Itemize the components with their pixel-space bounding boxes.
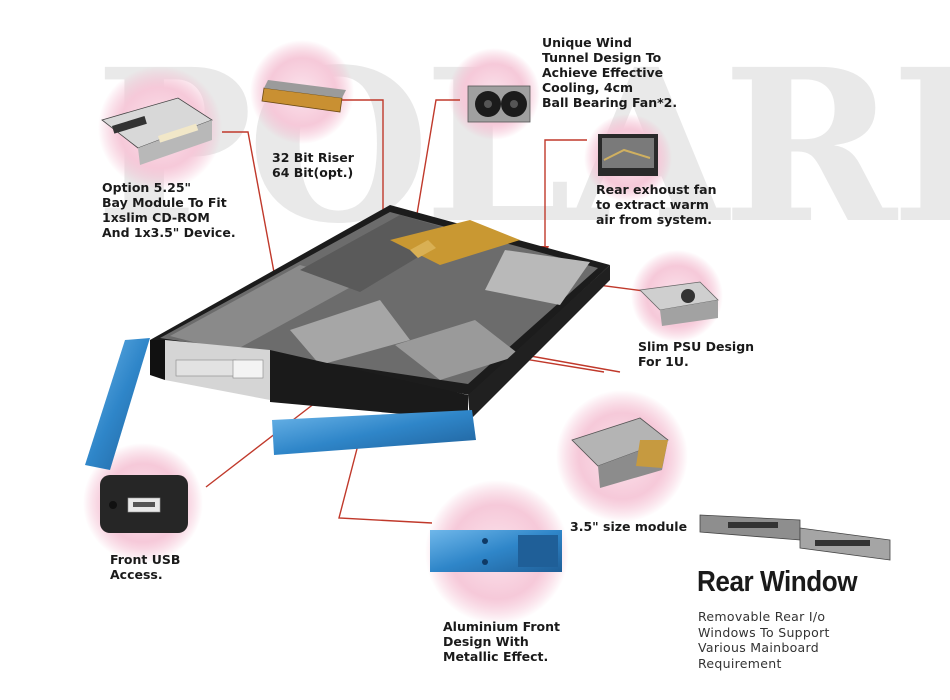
- rear-window-description: Removable Rear I/o Windows To Support Va…: [698, 609, 830, 671]
- riser-caption: 32 Bit Riser 64 Bit(opt.): [272, 150, 354, 180]
- blue-handles: [85, 338, 476, 470]
- riser-card-inset: [261, 80, 346, 113]
- psu-caption: Slim PSU Design For 1U.: [638, 339, 755, 369]
- rear-window-title: Rear Window: [697, 566, 858, 598]
- rear-window-inset: [699, 514, 891, 561]
- module-35-caption: 3.5" size module: [570, 519, 688, 534]
- chassis-illustration: [150, 205, 610, 420]
- bay-module-inset: [101, 97, 213, 165]
- front-usb-caption: Front USB Access.: [110, 552, 181, 582]
- fan-inset: [467, 85, 531, 123]
- psu-inset: [639, 281, 719, 326]
- aluminium-inset: [430, 530, 562, 572]
- aluminium-caption: Aluminium Front Design With Metallic Eff…: [443, 619, 560, 664]
- option-bay-caption: Option 5.25" Bay Module To Fit 1xslim CD…: [102, 180, 236, 240]
- module-35-inset: [571, 417, 669, 488]
- rear-fan-caption: Rear exhoust fan to extract warm air fro…: [596, 182, 717, 227]
- rear-fan-inset: [598, 134, 658, 176]
- usb-inset: [100, 475, 188, 533]
- wind-tunnel-caption: Unique Wind Tunnel Design To Achieve Eff…: [542, 35, 678, 110]
